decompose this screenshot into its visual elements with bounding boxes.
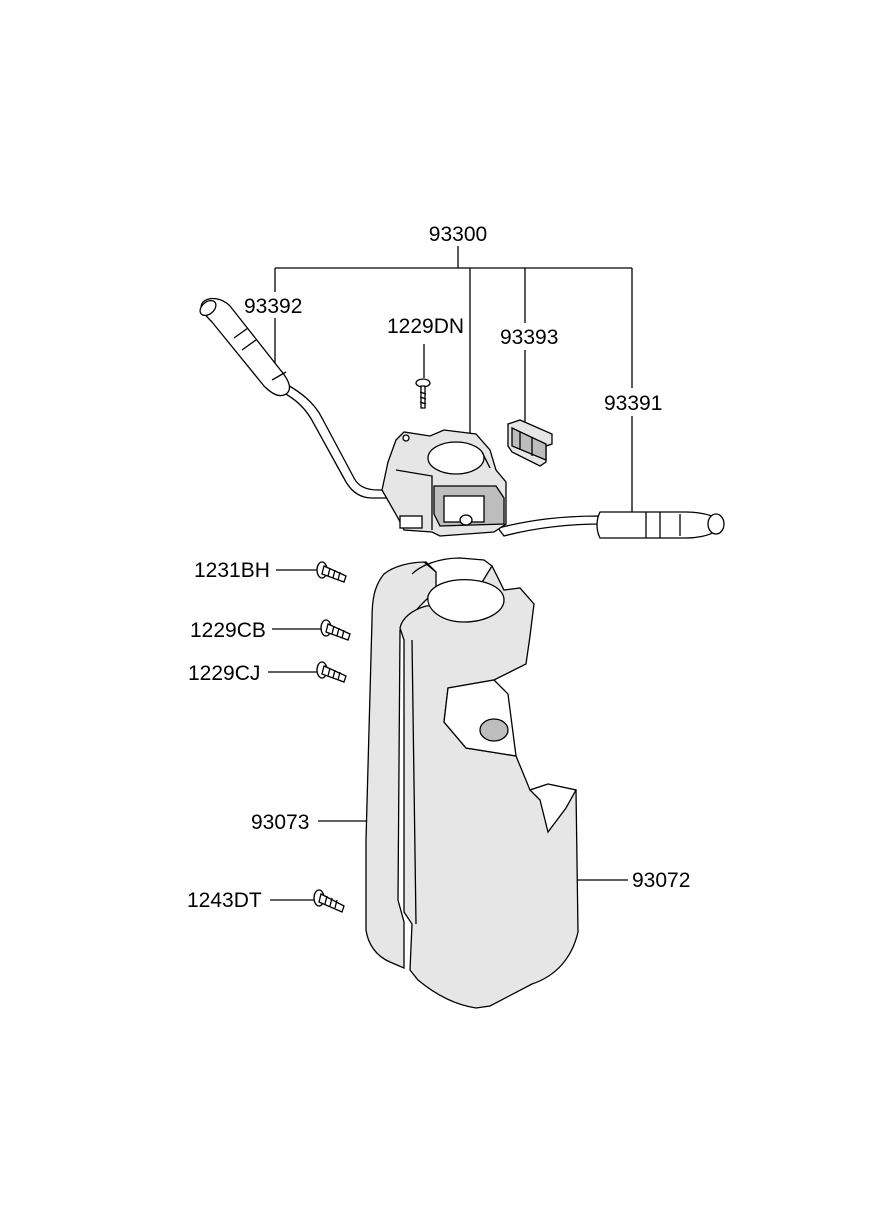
screw-1243DT-icon xyxy=(313,889,345,913)
label-93391: 93391 xyxy=(604,392,662,415)
light-lever-drawing xyxy=(496,511,725,539)
label-93073: 93073 xyxy=(251,811,309,834)
leader-lines xyxy=(268,246,633,901)
screw-1229DN-icon xyxy=(415,378,431,409)
switch-body-drawing xyxy=(381,429,507,537)
screw-1229CJ-icon xyxy=(316,661,347,683)
screw-1231BH-icon xyxy=(316,561,347,583)
label-1229DN: 1229DN xyxy=(387,315,464,338)
label-1243DT: 1243DT xyxy=(187,889,262,912)
connector-drawing xyxy=(507,419,553,467)
label-93392: 93392 xyxy=(244,295,302,318)
upper-shroud-drawing xyxy=(399,557,579,1009)
label-93300: 93300 xyxy=(429,223,487,246)
label-93393: 93393 xyxy=(500,326,558,349)
screw-1229CB-icon xyxy=(320,619,351,641)
label-1231BH: 1231BH xyxy=(194,559,270,582)
label-93072: 93072 xyxy=(632,869,690,892)
label-1229CJ: 1229CJ xyxy=(188,662,260,685)
wiper-lever-drawing xyxy=(199,297,393,499)
label-1229CB: 1229CB xyxy=(190,619,266,642)
